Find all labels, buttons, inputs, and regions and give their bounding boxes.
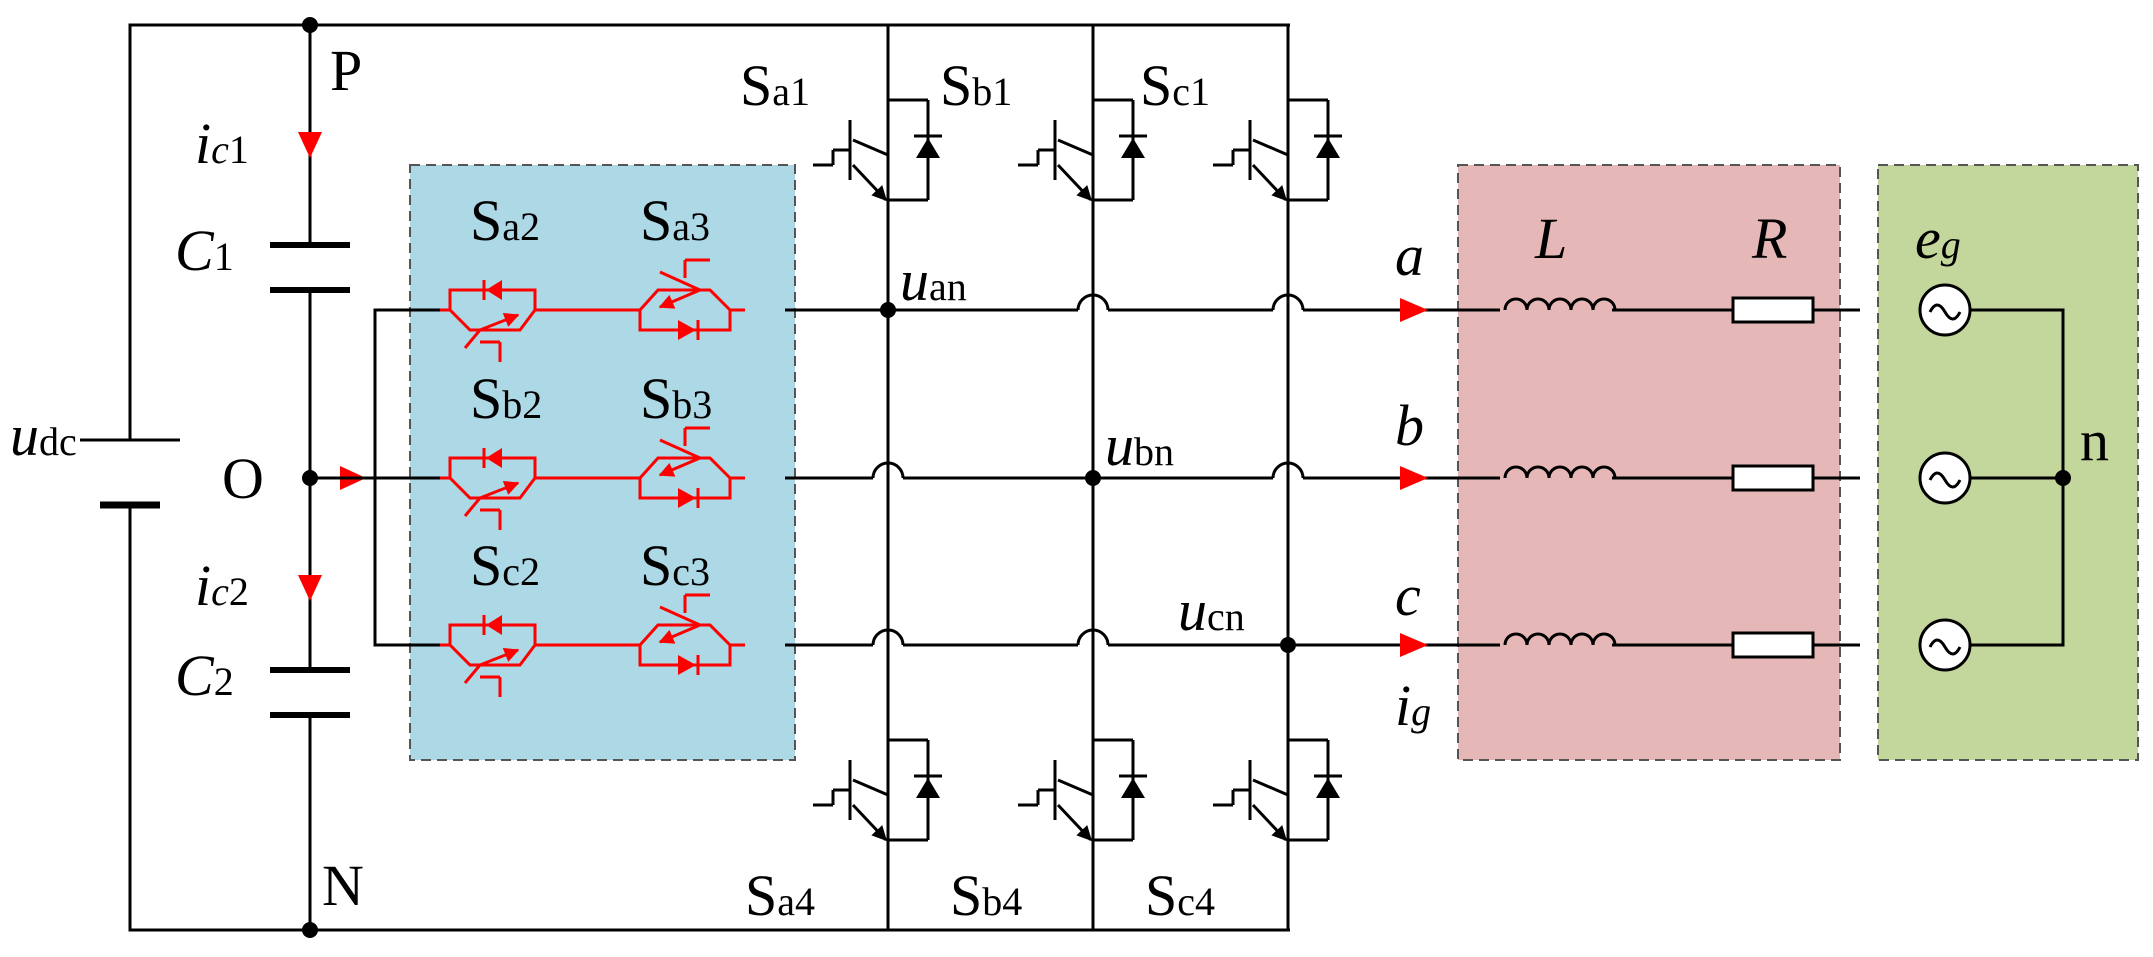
label-ucn: ucn: [1178, 578, 1245, 643]
resistor-a: [1731, 296, 1815, 324]
label-ic1: ic1: [195, 111, 249, 176]
ubn-node-dot: [1085, 470, 1101, 486]
label-phase-b: b: [1395, 393, 1424, 458]
label-sb4: Sb4: [950, 863, 1022, 928]
label-sa4: Sa4: [745, 863, 815, 928]
igbt-sa4: [813, 740, 942, 850]
label-r: R: [1751, 206, 1787, 271]
grid-box: [1877, 164, 2139, 761]
label-sb2: Sb2: [470, 366, 542, 431]
igbt-sc4: [1213, 740, 1342, 850]
label-ubn: ubn: [1105, 413, 1174, 478]
neutral-bus: [310, 308, 440, 647]
label-ic2: ic2: [195, 553, 249, 618]
label-grid-n: n: [2080, 408, 2109, 473]
igbt-sb4: [1018, 740, 1147, 850]
igbt-sc1: [1213, 100, 1342, 210]
dc-source-symbol: [80, 438, 180, 509]
label-sc3: Sc3: [640, 533, 710, 598]
label-ig: ig: [1395, 673, 1431, 738]
label-p: P: [330, 38, 362, 103]
neutral-n-dot: [2055, 470, 2071, 486]
resistor-c: [1731, 631, 1815, 659]
clamp-connectors: [550, 308, 630, 647]
label-c1: C1: [175, 218, 234, 283]
phase-lines: [785, 308, 1860, 647]
label-l: L: [1534, 206, 1567, 271]
label-sb3: Sb3: [640, 366, 712, 431]
ac-source-a: [1918, 283, 1972, 337]
igbt-sb1: [1018, 100, 1147, 210]
resistor-b: [1731, 464, 1815, 492]
label-phase-a: a: [1395, 223, 1424, 288]
label-sa2: Sa2: [470, 188, 540, 253]
label-sc4: Sc4: [1145, 863, 1215, 928]
label-sb1: Sb1: [940, 53, 1012, 118]
node-p-dot: [302, 17, 318, 33]
label-sa1: Sa1: [740, 53, 810, 118]
label-uan: uan: [900, 248, 967, 313]
clamp-switch-box: [409, 164, 796, 761]
igbt-sa1: [813, 100, 942, 210]
label-eg: eg: [1915, 206, 1961, 271]
ucn-node-dot: [1280, 637, 1296, 653]
label-sa3: Sa3: [640, 188, 710, 253]
label-o: O: [222, 446, 264, 511]
ic2-arrow: [298, 575, 322, 601]
label-udc: udc: [10, 403, 77, 468]
ic1-arrow: [298, 132, 322, 158]
ac-source-b: [1918, 451, 1972, 505]
uan-node-dot: [880, 302, 896, 318]
phase-a-arrow: [1400, 298, 1428, 322]
capacitor-c1: [270, 242, 350, 293]
capacitor-c2: [270, 667, 350, 718]
label-sc2: Sc2: [470, 533, 540, 598]
label-phase-c: c: [1395, 563, 1421, 628]
label-sc1: Sc1: [1140, 53, 1210, 118]
label-n: N: [322, 853, 364, 918]
node-n-dot: [302, 922, 318, 938]
label-c2: C2: [175, 643, 234, 708]
phase-b-arrow: [1400, 466, 1428, 490]
ac-source-c: [1918, 618, 1972, 672]
phase-c-arrow: [1400, 633, 1428, 657]
